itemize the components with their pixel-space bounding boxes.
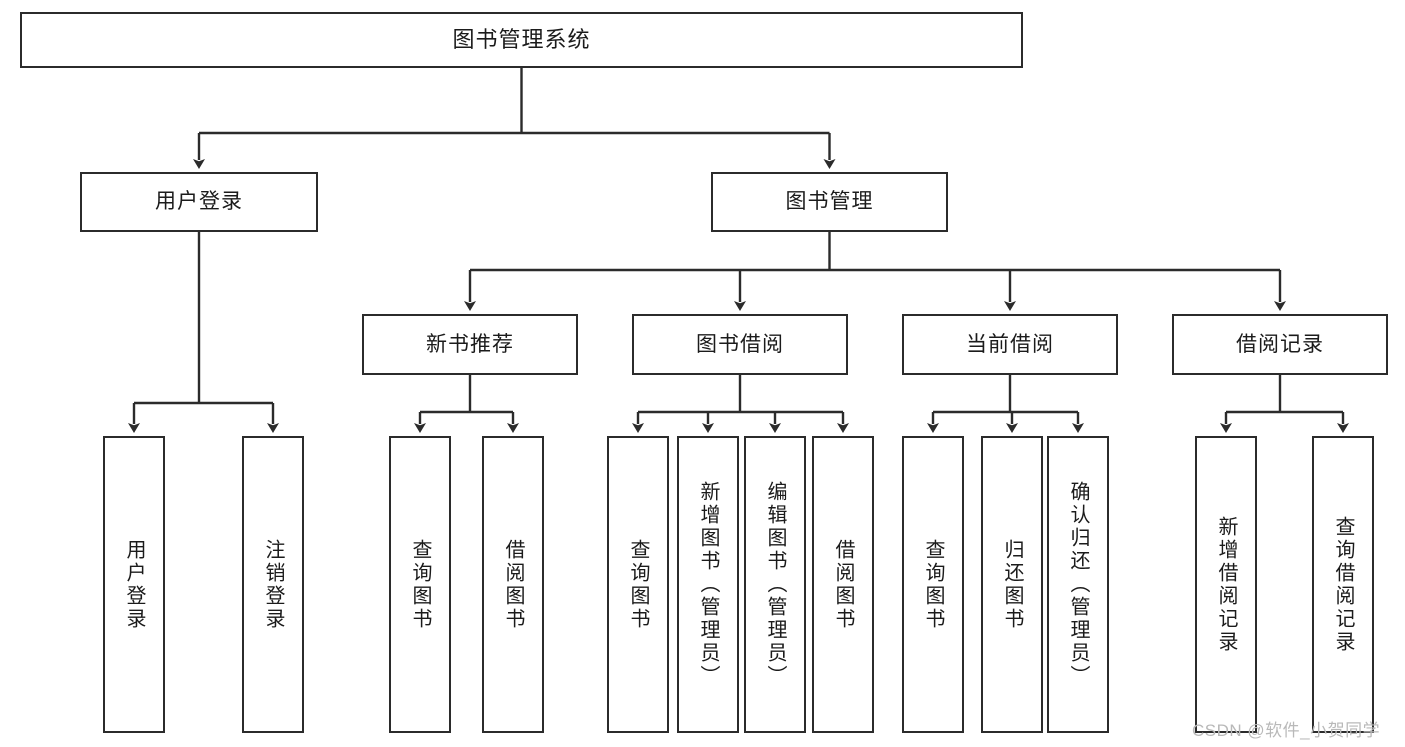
node-leaf-add-borrow-record: 新增借阅记录 [1195,436,1257,733]
node-leaf-user-login: 用户登录 [103,436,165,733]
node-label: 新增图书（管理员） [697,481,719,688]
node-user-login: 用户登录 [80,172,318,232]
node-label: 用户登录 [123,538,145,631]
node-label: 注销登录 [262,538,284,631]
node-leaf-borrow-book-1: 借阅图书 [482,436,544,733]
node-label: 新增借阅记录 [1215,515,1237,654]
node-label: 当前借阅 [966,332,1054,356]
node-label: 图书管理 [785,190,874,214]
node-leaf-add-book-admin: 新增图书（管理员） [677,436,739,733]
node-leaf-return-book: 归还图书 [981,436,1043,733]
node-borrow-record: 借阅记录 [1172,314,1388,375]
node-label: 借阅图书 [832,538,854,631]
node-label: 查询借阅记录 [1332,515,1354,654]
node-label: 查询图书 [922,538,944,631]
node-book-borrow: 图书借阅 [632,314,848,375]
watermark-text: CSDN @软件_小贺同学 [1192,721,1381,740]
node-current-borrow: 当前借阅 [902,314,1118,375]
node-leaf-query-borrow-record: 查询借阅记录 [1312,436,1374,733]
node-leaf-logout-login: 注销登录 [242,436,304,733]
node-root: 图书管理系统 [20,12,1023,68]
node-label: 图书管理系统 [452,26,591,52]
node-leaf-borrow-book-2: 借阅图书 [812,436,874,733]
node-label: 借阅图书 [502,538,524,631]
node-label: 编辑图书（管理员） [764,481,786,688]
node-new-book-recommend: 新书推荐 [362,314,578,375]
node-label: 图书借阅 [696,332,784,356]
node-label: 借阅记录 [1236,332,1324,356]
node-label: 用户登录 [155,190,243,214]
node-label: 查询图书 [409,538,431,631]
node-label: 新书推荐 [426,332,514,356]
node-label: 确认归还（管理员） [1067,481,1089,688]
node-leaf-query-book-2: 查询图书 [607,436,669,733]
node-leaf-confirm-return-admin: 确认归还（管理员） [1047,436,1109,733]
node-book-manage: 图书管理 [711,172,948,232]
node-label: 归还图书 [1001,538,1023,631]
node-label: 查询图书 [627,538,649,631]
node-leaf-query-book-3: 查询图书 [902,436,964,733]
node-leaf-query-book-1: 查询图书 [389,436,451,733]
node-leaf-edit-book-admin: 编辑图书（管理员） [744,436,806,733]
